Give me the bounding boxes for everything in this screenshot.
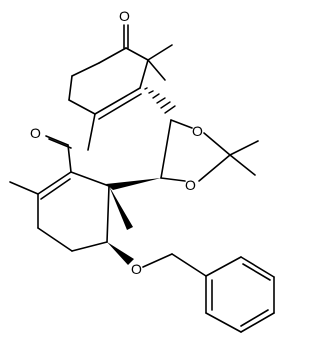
dioxolane-top-oxygen-label: O xyxy=(192,123,203,139)
wedge-bond-methyl xyxy=(109,186,133,230)
chemical-structure-drawing: O O O O O xyxy=(9,8,275,333)
cyclohexenone-ring xyxy=(68,24,173,151)
ether-oxygen-label: O xyxy=(131,261,142,277)
dioxolane-bottom-oxygen-label: O xyxy=(185,177,196,193)
dioxolane-ring xyxy=(160,119,259,182)
hashed-bond-top xyxy=(144,87,176,114)
benzyl-group xyxy=(142,253,275,333)
wedge-bond-ether xyxy=(107,242,134,265)
wedge-bond-dioxolane xyxy=(106,178,161,190)
aldehyde-oxygen-label: O xyxy=(30,125,41,141)
cyclohexene-ring xyxy=(9,135,110,252)
ketone-oxygen-label: O xyxy=(119,8,130,24)
